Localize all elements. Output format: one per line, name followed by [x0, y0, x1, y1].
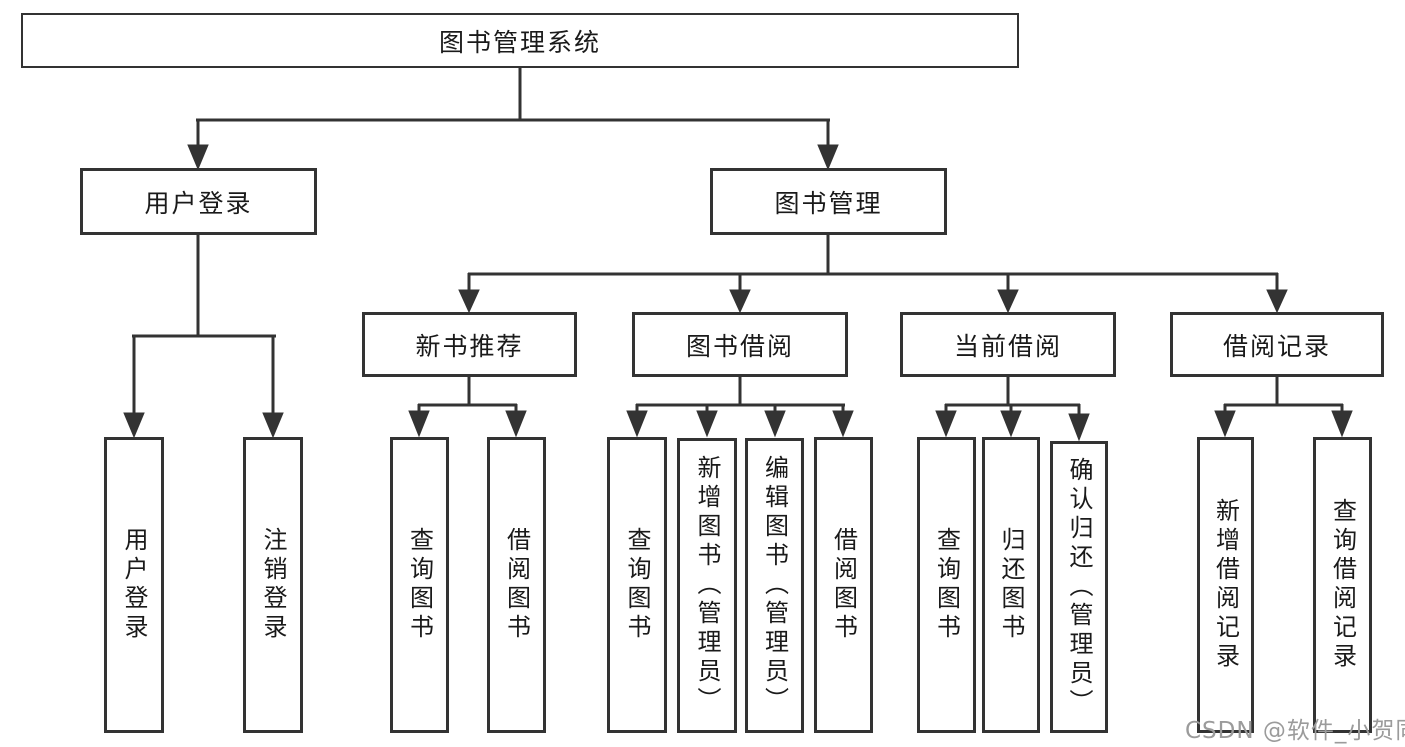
- arrowhead: [187, 144, 209, 171]
- node-current-borrow: 当前借阅: [900, 312, 1116, 377]
- node-label: 图书管理: [774, 188, 883, 218]
- node-label: 用户登录: [144, 188, 253, 218]
- connector-user-login-children: [123, 235, 284, 439]
- arrowhead: [1331, 410, 1353, 438]
- connector-new-book-rec-children: [408, 377, 527, 438]
- leaf-label: 查询借阅记录: [1328, 498, 1357, 672]
- arrowhead: [935, 410, 957, 438]
- leaf-label: 查询图书: [932, 527, 961, 643]
- node-book-borrow: 图书借阅: [632, 312, 848, 377]
- node-root-label: 图书管理系统: [438, 27, 601, 57]
- node-label: 当前借阅: [953, 331, 1062, 361]
- leaf-label: 借阅图书: [502, 527, 531, 643]
- arrowhead: [408, 410, 430, 438]
- arrowhead: [262, 412, 284, 439]
- node-user-login-branch: 用户登录: [80, 168, 317, 235]
- connector-current-borrow-children: [935, 377, 1090, 442]
- connector-borrow-records-children: [1214, 377, 1353, 438]
- arrowhead: [505, 410, 527, 438]
- node-root: 图书管理系统: [21, 13, 1019, 68]
- arrowhead: [817, 144, 839, 171]
- arrowhead: [729, 289, 751, 314]
- csdn-watermark: CSDN @软件_小贺同学: [1185, 718, 1405, 744]
- leaf-label: 归还图书: [997, 527, 1025, 643]
- leaf-edit-books-admin: 编辑图书（管理员）: [745, 438, 804, 733]
- connector-book-mgmt-children: [458, 235, 1288, 314]
- node-label: 借阅记录: [1222, 331, 1331, 361]
- leaf-label: 查询图书: [623, 527, 651, 643]
- leaf-label: 编辑图书（管理员）: [760, 455, 789, 716]
- arrowhead: [764, 410, 786, 438]
- leaf-query-books-3: 查询图书: [917, 437, 976, 733]
- leaf-return-books: 归还图书: [982, 437, 1040, 733]
- leaf-query-borrow-record: 查询借阅记录: [1313, 437, 1372, 733]
- leaf-borrow-books-1: 借阅图书: [487, 437, 546, 733]
- leaf-label: 新增借阅记录: [1211, 498, 1240, 672]
- node-label: 图书借阅: [685, 331, 794, 361]
- node-label: 新书推荐: [415, 331, 524, 361]
- leaf-borrow-books-2: 借阅图书: [814, 437, 873, 733]
- leaf-user-login: 用户登录: [104, 437, 164, 733]
- leaf-add-borrow-record: 新增借阅记录: [1197, 437, 1254, 733]
- leaf-label: 查询图书: [405, 527, 434, 643]
- leaf-query-books-1: 查询图书: [390, 437, 449, 733]
- arrowhead: [123, 412, 145, 439]
- arrowhead: [696, 410, 718, 438]
- node-new-book-rec: 新书推荐: [362, 312, 577, 377]
- arrowhead: [626, 410, 648, 438]
- arrowhead: [997, 289, 1019, 314]
- arrowhead: [458, 289, 480, 314]
- connector-root-to-branches: [187, 68, 839, 171]
- leaf-query-books-2: 查询图书: [607, 437, 667, 733]
- leaf-label: 借阅图书: [829, 527, 858, 643]
- arrowhead: [1214, 410, 1236, 438]
- node-borrow-records: 借阅记录: [1170, 312, 1384, 377]
- leaf-logout: 注销登录: [243, 437, 303, 733]
- arrowhead: [1000, 410, 1022, 438]
- arrowhead: [1266, 289, 1288, 314]
- arrowhead: [832, 410, 854, 438]
- leaf-label: 注销登录: [259, 527, 287, 643]
- node-book-mgmt-branch: 图书管理: [710, 168, 947, 235]
- leaf-add-books-admin: 新增图书（管理员）: [677, 438, 737, 733]
- leaf-confirm-return-admin: 确认归还（管理员）: [1050, 441, 1108, 733]
- leaf-label: 用户登录: [120, 527, 148, 643]
- leaf-label: 确认归还（管理员）: [1065, 456, 1093, 718]
- leaf-label: 新增图书（管理员）: [693, 455, 721, 716]
- connector-book-borrow-children: [626, 377, 854, 438]
- arrowhead: [1068, 413, 1090, 442]
